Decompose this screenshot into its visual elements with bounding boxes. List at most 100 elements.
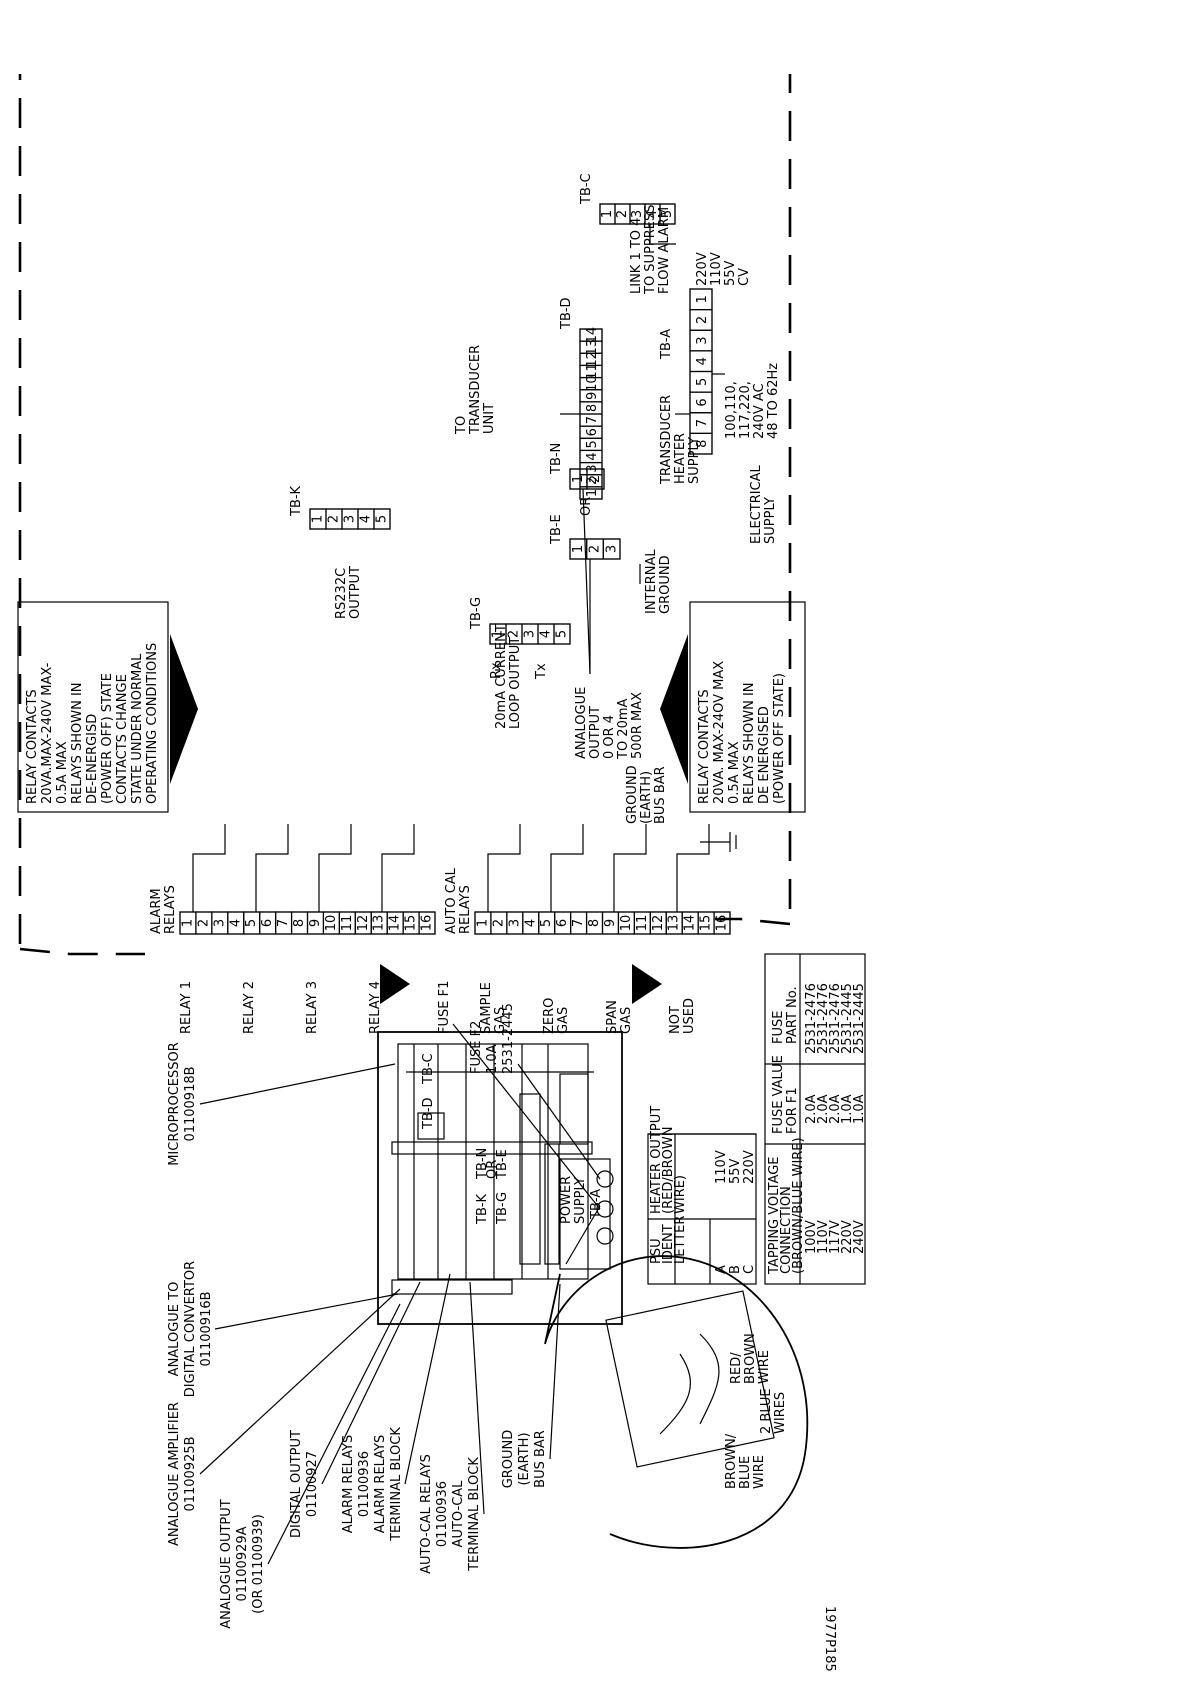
tbd-terminal-number: 11 bbox=[585, 363, 600, 380]
svg-text:(RED/BROWN: (RED/BROWN bbox=[661, 1127, 676, 1214]
tbk-terminal-number: 3 bbox=[343, 515, 358, 523]
tba-terminal-number: 4 bbox=[695, 357, 710, 365]
svg-text:SPAN: SPAN bbox=[605, 1000, 620, 1034]
tbc-terminal-cell bbox=[659, 203, 676, 225]
svg-text:RELAYS: RELAYS bbox=[458, 885, 473, 934]
svg-text:TO: TO bbox=[454, 416, 469, 435]
callout-microprocessor: MICROPROCESSOR 01100918B bbox=[167, 1042, 198, 1166]
tbe-terminal-number: 1 bbox=[571, 545, 586, 553]
svg-text:(EARTH): (EARTH) bbox=[517, 1432, 532, 1485]
svg-text:2.0A: 2.0A bbox=[804, 1094, 819, 1124]
svg-text:RELAY CONTACTS: RELAY CONTACTS bbox=[697, 689, 712, 804]
board-enclosure bbox=[377, 1031, 623, 1325]
or-text: OR bbox=[579, 497, 594, 516]
alarm-terminal-number: 15 bbox=[404, 915, 419, 932]
svg-text:55V: 55V bbox=[723, 260, 738, 286]
svg-text:CONNECTION: CONNECTION bbox=[779, 1186, 794, 1274]
tbd-terminal-number: 12 bbox=[585, 351, 600, 368]
alarm-terminal-number: 3 bbox=[212, 919, 227, 927]
tba-terminal-number: 8 bbox=[695, 440, 710, 448]
autocal-terminal-number: 4 bbox=[523, 919, 538, 927]
tbk-terminal-number: 4 bbox=[359, 515, 374, 523]
svg-text:GAS: GAS bbox=[619, 1007, 634, 1034]
svg-text:SUPPLY: SUPPLY bbox=[763, 497, 778, 544]
svg-text:TB-K: TB-K bbox=[289, 485, 304, 517]
callout-ground-bus: GROUND (EARTH) BUS BAR bbox=[501, 1430, 548, 1489]
tbk-terminal-cell bbox=[373, 508, 391, 530]
tba-terminal-number: 6 bbox=[695, 398, 710, 406]
svg-text:HEATER OUTPUT: HEATER OUTPUT bbox=[649, 1106, 664, 1214]
alarm-terminal-number: 2 bbox=[196, 919, 211, 927]
svg-text:RED/: RED/ bbox=[729, 1352, 744, 1384]
autocal-terminal-number: 16 bbox=[715, 915, 730, 932]
autocal-terminal-number: 15 bbox=[699, 915, 714, 932]
svg-text:WIRES: WIRES bbox=[773, 1392, 788, 1434]
svg-text:(BROWN/BLUE WIRE): (BROWN/BLUE WIRE) bbox=[791, 1137, 806, 1274]
svg-text:(POWER OFF STATE): (POWER OFF STATE) bbox=[772, 673, 787, 804]
svg-text:500R MAX: 500R MAX bbox=[630, 692, 645, 759]
svg-text:RELAY 3: RELAY 3 bbox=[305, 981, 320, 1034]
tbn-terminal-number: 2 bbox=[588, 475, 603, 483]
svg-text:BROWN: BROWN bbox=[743, 1333, 758, 1384]
fuse-table: TAPPING VOLTAGE CONNECTION (BROWN/BLUE W… bbox=[764, 953, 867, 1285]
callout-auto-cal-relays: AUTO-CAL RELAYS 01100936 AUTO-CAL TERMIN… bbox=[419, 1454, 482, 1574]
tbd-terminal-number: 5 bbox=[585, 440, 600, 448]
callout-fuse-f2: FUSE F2 1.0A 2531-2445 bbox=[469, 1003, 516, 1074]
svg-text:IDENT: IDENT bbox=[661, 1224, 676, 1264]
svg-text:01100925B: 01100925B bbox=[183, 1436, 198, 1511]
svg-text:TO 20mA: TO 20mA bbox=[616, 698, 631, 760]
tbn-terminal-cell bbox=[586, 468, 605, 490]
svg-text:TB-D: TB-D bbox=[421, 1097, 436, 1130]
alarm-terminal-number: 14 bbox=[388, 915, 403, 932]
alarm-relays-title: ALARM RELAYS bbox=[149, 885, 178, 934]
tbd-terminal-number: 9 bbox=[585, 392, 600, 400]
svg-text:ALARM: ALARM bbox=[149, 888, 164, 934]
svg-text:220V: 220V bbox=[742, 1150, 757, 1184]
svg-text:TERMINAL BLOCK: TERMINAL BLOCK bbox=[467, 1457, 482, 1572]
tbd-terminal-number: 7 bbox=[585, 416, 600, 424]
svg-text:ALARM RELAYS: ALARM RELAYS bbox=[341, 1435, 356, 1534]
svg-text:(EARTH): (EARTH) bbox=[639, 771, 654, 824]
ground-earth-bus-bar: GROUND (EARTH) BUS BAR bbox=[625, 765, 737, 852]
svg-text:(OR 01100939): (OR 01100939) bbox=[251, 1514, 266, 1614]
svg-text:FUSE F2: FUSE F2 bbox=[469, 1021, 484, 1074]
arrow-up-2 bbox=[632, 964, 662, 1004]
svg-text:2531-2476: 2531-2476 bbox=[804, 983, 819, 1054]
svg-text:2531-2445: 2531-2445 bbox=[840, 983, 855, 1054]
svg-text:Rx: Rx bbox=[489, 662, 504, 679]
svg-text:TB-C: TB-C bbox=[421, 1053, 436, 1085]
svg-text:20VA.MAX-240V MAX-: 20VA.MAX-240V MAX- bbox=[40, 662, 55, 804]
svg-text:RS232C: RS232C bbox=[334, 568, 349, 619]
svg-text:PSU: PSU bbox=[649, 1238, 664, 1264]
svg-text:RELAY 1: RELAY 1 bbox=[179, 981, 194, 1034]
svg-text:2531-2445: 2531-2445 bbox=[501, 1003, 516, 1074]
alarm-terminal-number: 1 bbox=[180, 919, 195, 927]
tbe-terminal-cell bbox=[602, 538, 621, 560]
mains-supply-label: 100,110, 117,220, 240V AC 48 TO 62Hz bbox=[712, 363, 781, 439]
arrow-up-1 bbox=[380, 964, 410, 1004]
internal-ground: INTERNAL GROUND bbox=[639, 549, 673, 614]
svg-text:100,110,: 100,110, bbox=[724, 381, 739, 439]
svg-text:BROWN/: BROWN/ bbox=[724, 1433, 739, 1489]
tbc-terminal-number: 5 bbox=[660, 210, 675, 218]
alarm-terminal-number: 13 bbox=[372, 915, 387, 932]
svg-text:RELAY 2: RELAY 2 bbox=[242, 981, 257, 1034]
tbd-terminal-number: 8 bbox=[585, 404, 600, 412]
svg-text:FOR F1: FOR F1 bbox=[785, 1087, 800, 1134]
svg-text:117V: 117V bbox=[828, 1220, 843, 1254]
alarm-relay-labels: RELAY 1 RELAY 2 RELAY 3 RELAY 4 bbox=[179, 981, 383, 1034]
svg-text:20mA CURRENT: 20mA CURRENT bbox=[494, 624, 509, 729]
svg-text:TO SUPPRESS: TO SUPPRESS bbox=[643, 204, 658, 295]
svg-text:ELECTRICAL: ELECTRICAL bbox=[749, 464, 764, 544]
svg-text:01100936: 01100936 bbox=[357, 1451, 372, 1517]
relay-note-bottom: RELAY CONTACTS 20VA. MAX-24OV MAX 0.5A M… bbox=[660, 601, 806, 813]
svg-text:0.5A MAX: 0.5A MAX bbox=[727, 741, 742, 804]
